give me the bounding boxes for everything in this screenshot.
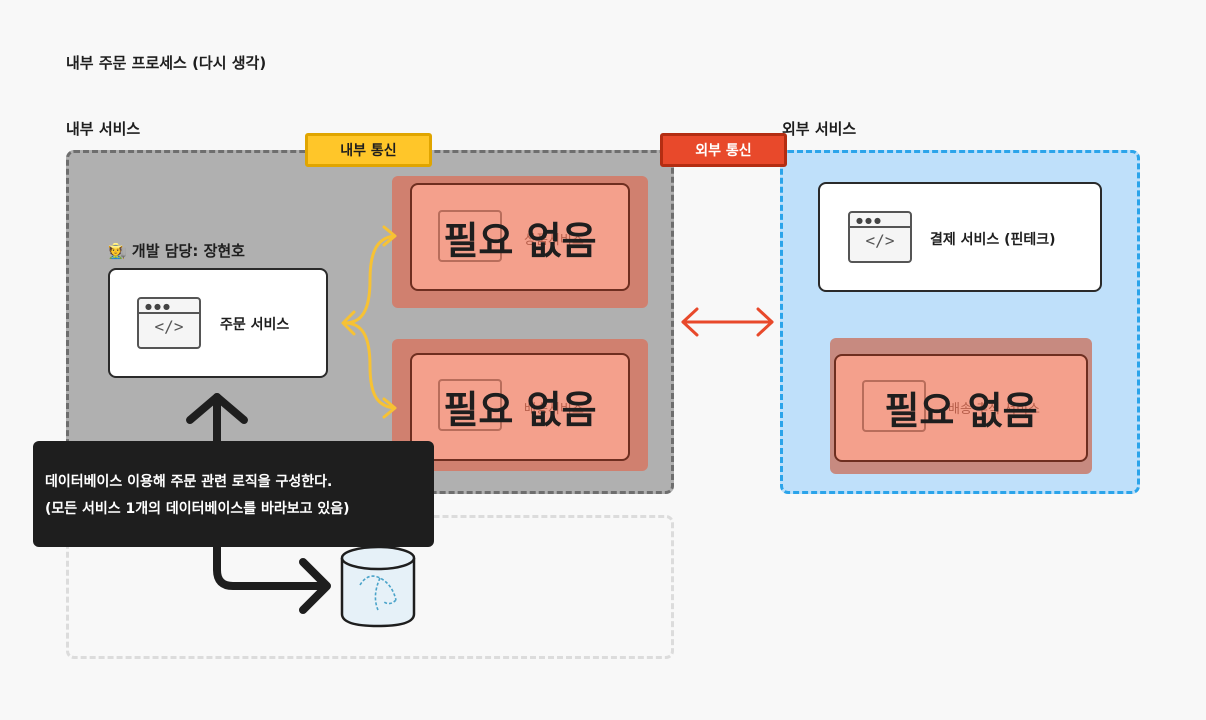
code-window-icon: ●●●</> xyxy=(848,211,912,263)
not-needed-overlay-bottom: 필요 없음 xyxy=(443,388,597,432)
code-window-icon xyxy=(438,210,502,262)
payment-service-label: 결제 서비스 (핀테크) xyxy=(930,232,1056,248)
internal-section-label: 내부 서비스 xyxy=(66,120,141,138)
not-needed-overlay-external: 필요 없음 xyxy=(884,389,1038,433)
farmer-emoji-icon: 🧑‍🌾 xyxy=(108,242,127,260)
explanation-tooltip: 데이터베이스 이용해 주문 관련 로직을 구성한다. (모든 서비스 1개의 데… xyxy=(33,441,434,547)
diagram-title: 내부 주문 프로세스 (다시 생각) xyxy=(66,54,267,72)
internal-communication-tag: 내부 통신 xyxy=(305,133,432,167)
external-section-label: 외부 서비스 xyxy=(782,120,857,138)
delivery-service-card: 배송서비스 xyxy=(410,353,630,461)
internal-connector-arrows xyxy=(341,225,397,419)
internal-ghost-bottom-wrapper: 배송서비스 필요 없음 xyxy=(392,339,648,471)
tooltip-line-2: (모든 서비스 1개의 데이터베이스를 바라보고 있음) xyxy=(45,501,350,517)
mysql-dolphin-icon xyxy=(359,575,397,611)
database-icon xyxy=(340,545,416,628)
external-connector-arrow xyxy=(681,307,774,337)
internal-ghost-top-wrapper: 상품서비스 필요 없음 xyxy=(392,176,648,308)
code-window-icon xyxy=(862,380,926,432)
external-communication-tag: 외부 통신 xyxy=(660,133,787,167)
product-service-card: 상품서비스 xyxy=(410,183,630,291)
tracking-service-card: 배송 추적 서비스 xyxy=(834,354,1088,462)
code-window-icon xyxy=(438,379,502,431)
developer-name: 개발 담당: 장현호 xyxy=(131,242,245,260)
order-service-label: 주문 서비스 xyxy=(220,317,290,333)
not-needed-overlay-top: 필요 없음 xyxy=(443,219,597,263)
code-window-icon: ●●●</> xyxy=(137,297,201,349)
tracking-service-faded-label: 배송 추적 서비스 xyxy=(948,402,1040,417)
order-service-card: ●●●</> 주문 서비스 xyxy=(108,268,328,378)
product-service-faded-label: 상품서비스 xyxy=(524,233,584,248)
external-ghost-wrapper: 배송 추적 서비스 필요 없음 xyxy=(830,338,1092,474)
tooltip-line-1: 데이터베이스 이용해 주문 관련 로직을 구성한다. xyxy=(45,474,333,490)
database-connector-arrow xyxy=(186,393,331,614)
payment-service-card: ●●●</> 결제 서비스 (핀테크) xyxy=(818,182,1102,292)
developer-label: 🧑‍🌾 개발 담당: 장현호 xyxy=(108,240,245,261)
delivery-service-faded-label: 배송서비스 xyxy=(524,402,584,417)
